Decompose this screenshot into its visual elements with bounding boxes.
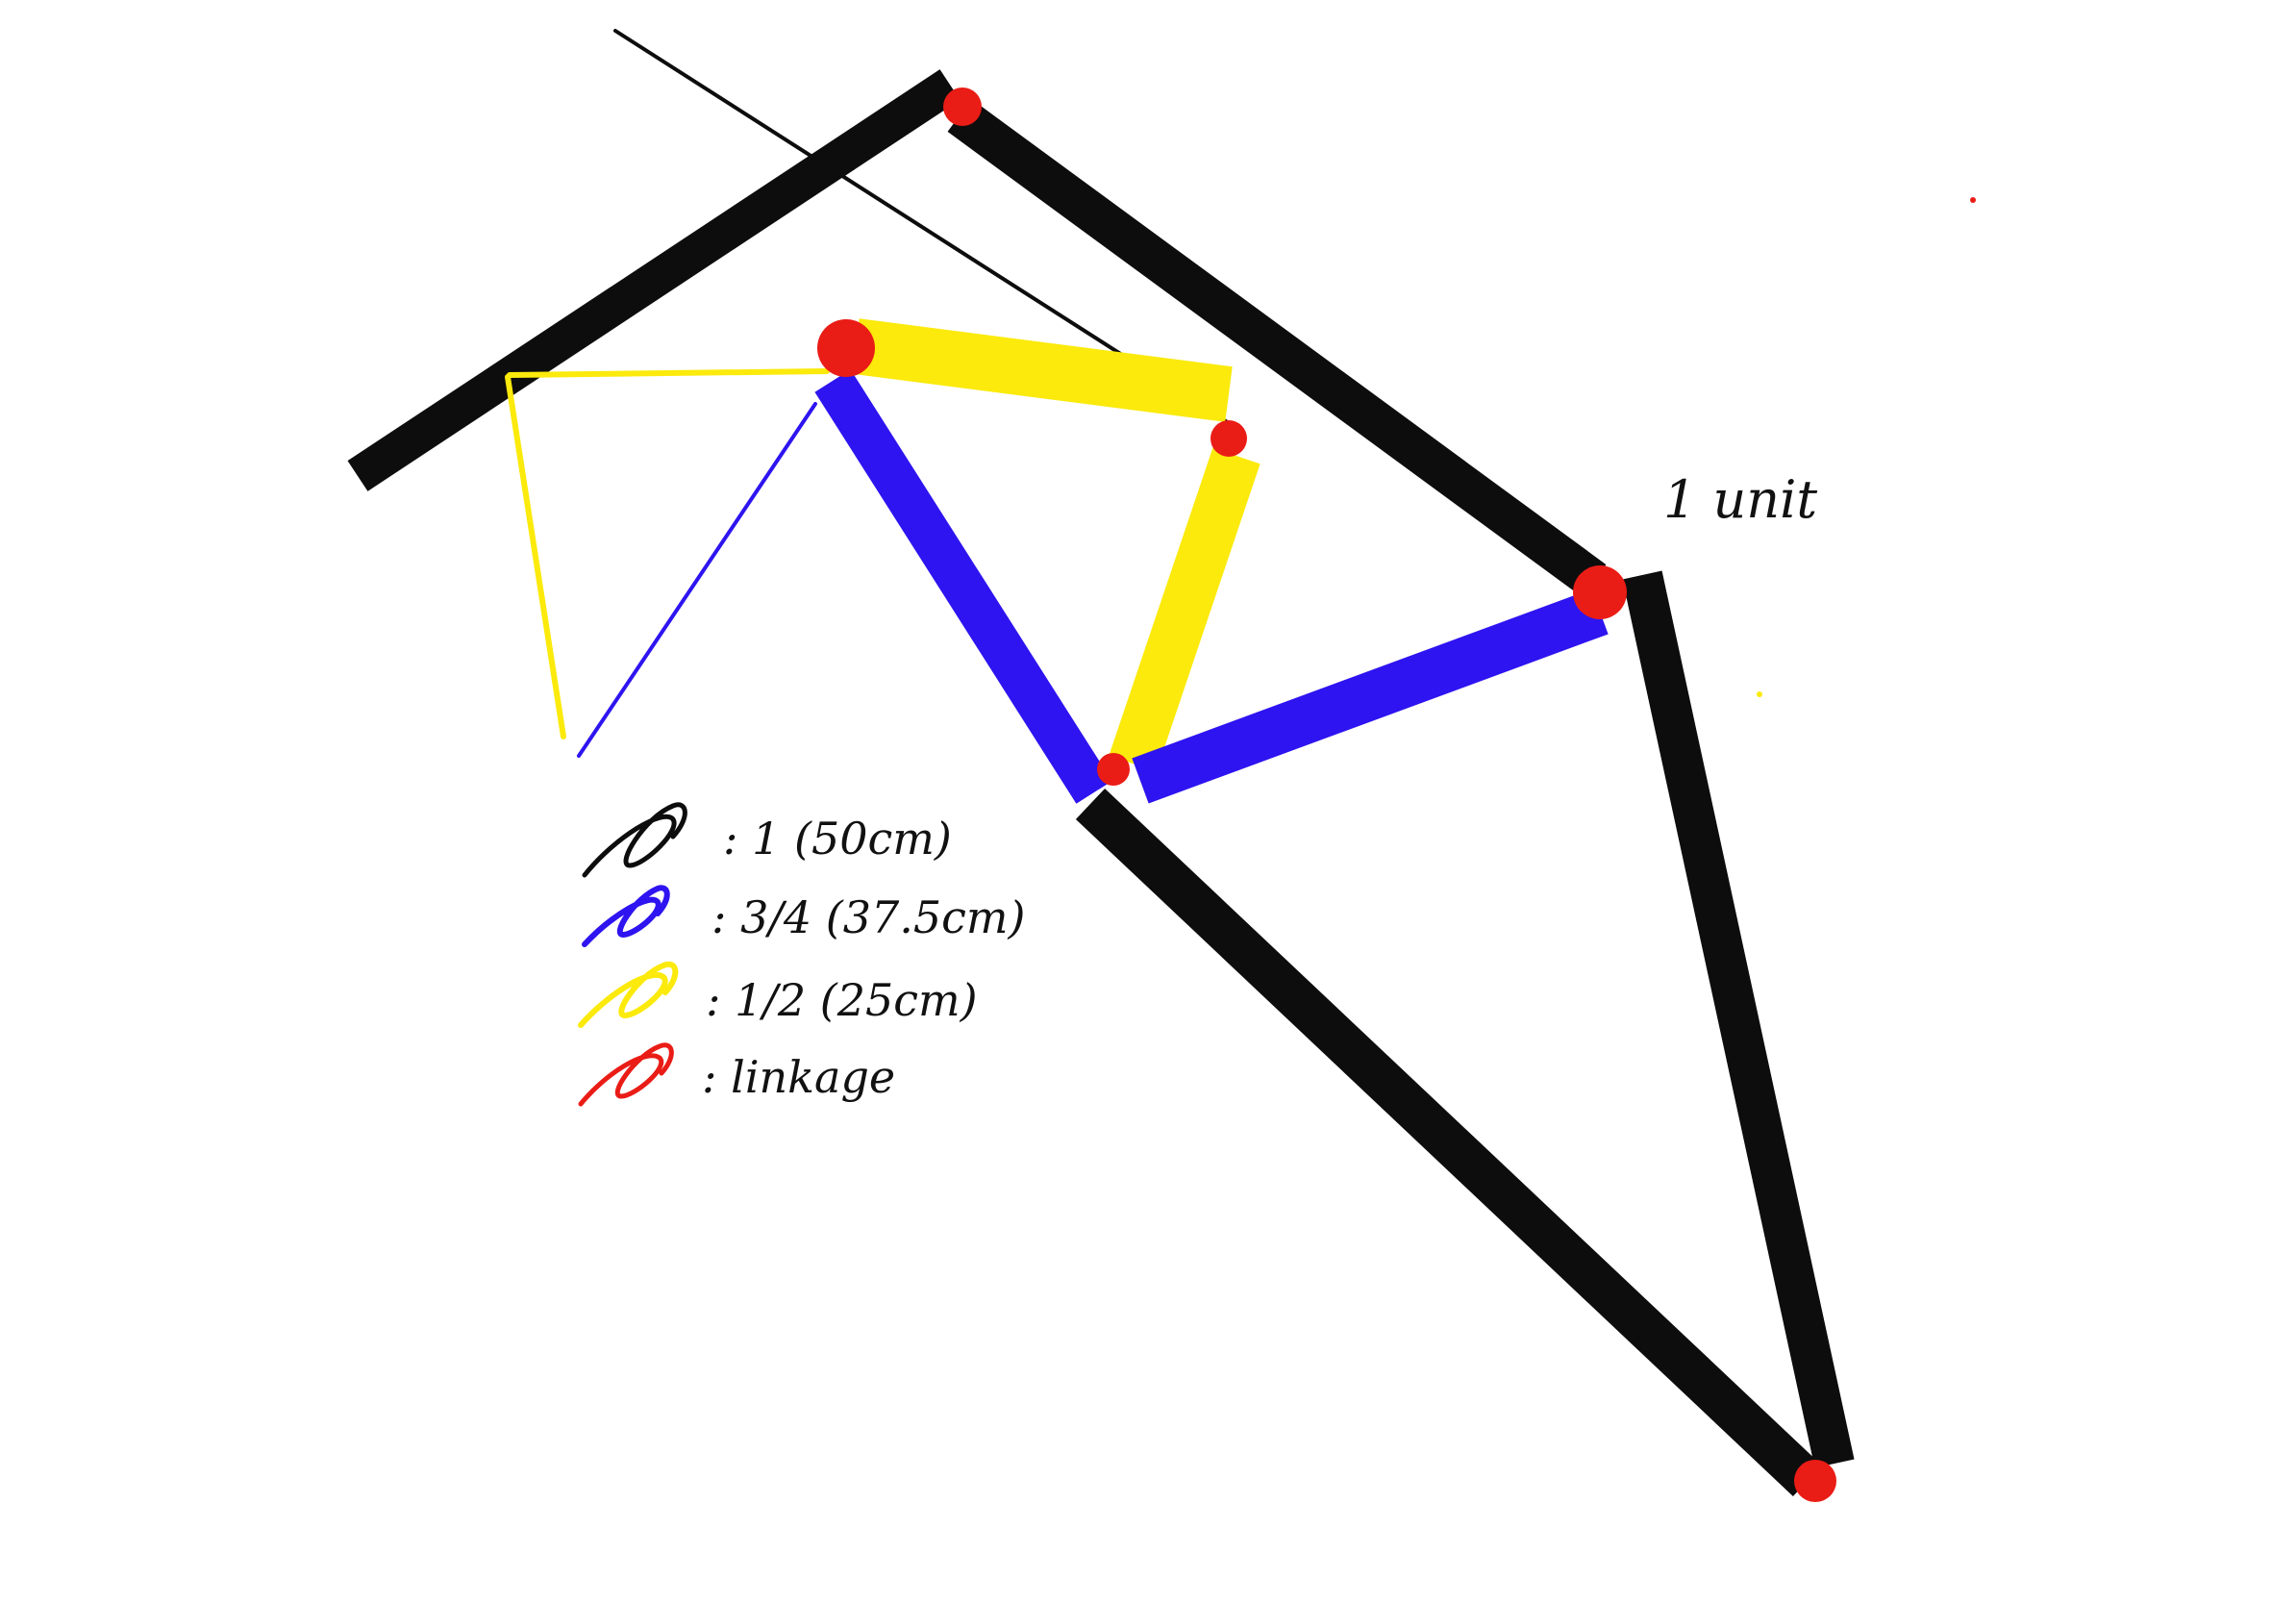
half-sketch-line-down <box>505 374 566 739</box>
unit-annotation: 1 unit <box>1663 469 1817 530</box>
stray-yellow-dot <box>1757 691 1762 697</box>
legend-swatch-half-icon <box>578 961 679 1028</box>
legend-item-three-quarter: : 3/4 (37.5cm) <box>582 885 1025 947</box>
legend-label-three-quarter: : 3/4 (37.5cm) <box>711 891 1025 943</box>
unit-bar-top-left <box>347 69 961 491</box>
linkage-joint-center <box>1097 753 1130 786</box>
legend-item-half: : 1/2 (25cm) <box>578 961 978 1028</box>
legend-swatch-three-quarter-icon <box>582 885 670 947</box>
linkage-joint-yellow-blue <box>817 319 875 377</box>
three-quarter-sketch-line <box>577 402 817 758</box>
stray-red-dot <box>1970 197 1976 203</box>
linkage-joint-bottom <box>1794 1460 1836 1502</box>
legend: : 1 (50cm) : 3/4 (37.5cm) : 1/2 (25cm) :… <box>578 802 1025 1107</box>
unit-bar-right-vertical <box>1622 570 1855 1468</box>
half-bar-top <box>852 318 1233 422</box>
legend-label-linkage: : linkage <box>702 1051 895 1103</box>
half-bars <box>505 318 1260 772</box>
legend-label-half: : 1/2 (25cm) <box>706 974 978 1026</box>
linkage-joint-right <box>1573 565 1627 619</box>
linkage-joints <box>817 88 1976 1502</box>
unit-bar-top-right <box>947 99 1607 597</box>
legend-item-unit: : 1 (50cm) <box>582 802 952 878</box>
legend-swatch-linkage-icon <box>578 1042 674 1107</box>
legend-label-unit: : 1 (50cm) <box>723 813 952 865</box>
linkage-joint-yellow-right <box>1210 420 1247 457</box>
legend-item-linkage: : linkage <box>578 1042 895 1107</box>
half-sketch-line-top <box>507 368 830 378</box>
linkage-joint-top <box>943 88 982 126</box>
three-quarter-bars <box>577 369 1609 804</box>
unit-bar-bottom-diagonal <box>1075 788 1823 1497</box>
three-quarter-bar-left <box>814 369 1112 804</box>
unit-bars <box>347 69 1855 1497</box>
legend-swatch-unit-icon <box>582 802 687 878</box>
half-bar-right <box>1109 447 1260 772</box>
three-quarter-bar-right <box>1132 589 1609 804</box>
